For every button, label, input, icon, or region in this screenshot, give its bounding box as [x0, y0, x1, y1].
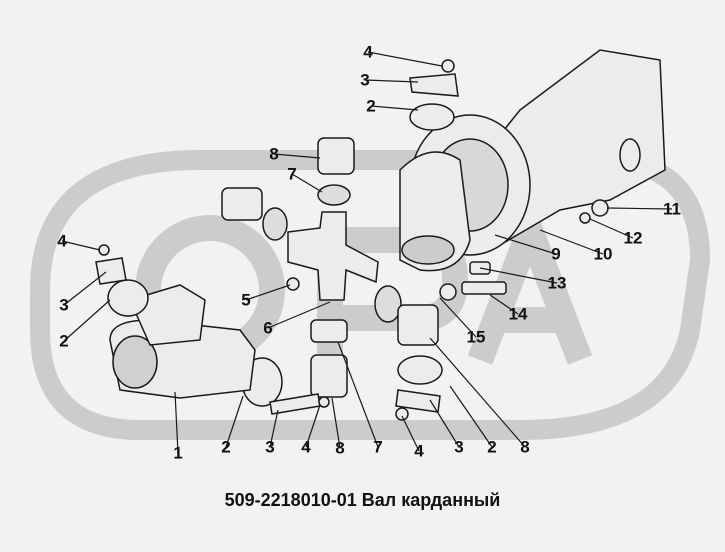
seal-ring-left: [262, 207, 288, 241]
callout-label: 9: [551, 244, 561, 264]
callout-label: 11: [663, 199, 681, 219]
bolt: [461, 281, 507, 295]
cross-spider: [287, 211, 379, 301]
leader-line: [429, 337, 526, 448]
callout-label: 13: [547, 273, 567, 293]
leader-line: [429, 399, 460, 448]
leader-line: [63, 299, 111, 342]
leader-line: [367, 51, 443, 67]
callout-label: 3: [454, 437, 464, 457]
leader-line: [479, 267, 558, 284]
callout-label: 3: [360, 70, 370, 90]
callout-label: 5: [241, 290, 251, 310]
bolt-bottom-right: [395, 407, 409, 421]
bearing-cover-bottom-right: [397, 355, 443, 385]
leader-line: [61, 240, 101, 251]
leader-line: [291, 173, 323, 193]
housing-port: [619, 138, 641, 172]
yoke-bore: [401, 235, 455, 265]
callout-label: 3: [265, 437, 275, 457]
leader-line: [439, 297, 477, 338]
callout-label: 2: [221, 437, 231, 457]
bolt-bottom-left: [318, 396, 330, 408]
bearing-cover-top: [409, 103, 455, 131]
callout-label: 8: [269, 144, 279, 164]
needle-bearing-top: [317, 137, 355, 175]
bolt-top: [441, 59, 455, 73]
leader-line: [245, 284, 291, 301]
leader-line: [63, 271, 107, 306]
seal-ring-right: [374, 285, 402, 323]
seal-ring-top: [317, 184, 351, 206]
flange-yoke-bore: [112, 335, 158, 389]
leader-line: [539, 229, 604, 255]
leader-line: [589, 218, 634, 239]
leader-line: [273, 153, 321, 159]
lock-plate-left: [95, 257, 127, 285]
leader-line: [449, 385, 493, 448]
callout-label: 15: [466, 327, 486, 347]
bearing-cover-left: [107, 279, 149, 317]
callout-label: 4: [363, 42, 373, 62]
washer-right: [579, 212, 591, 224]
leader-line: [606, 207, 673, 210]
nut-right: [591, 199, 609, 217]
leader-line: [331, 397, 341, 449]
flange-yoke-arm: [128, 284, 206, 346]
leader-line: [370, 105, 419, 111]
leader-line: [225, 395, 244, 448]
leader-line: [305, 404, 321, 448]
leader-line: [401, 415, 420, 452]
drawing-caption: 509-2218010-01 Вал карданный: [224, 490, 501, 510]
callout-label: 7: [287, 164, 297, 184]
leader-line: [174, 391, 179, 454]
leader-line: [337, 341, 379, 448]
leader-line: [364, 79, 419, 83]
leader-lines: [61, 51, 673, 454]
leader-line: [489, 294, 519, 315]
needle-bearing-left: [221, 187, 263, 221]
callout-label: 14: [508, 304, 528, 324]
leader-line: [494, 234, 557, 255]
callout-label: 2: [59, 331, 69, 351]
callout-label: 12: [623, 228, 643, 248]
callout-label: 10: [593, 244, 613, 264]
callout-label: 4: [57, 231, 67, 251]
callout-label: 8: [335, 438, 345, 458]
leader-line: [269, 409, 279, 448]
callout-label: 2: [487, 437, 497, 457]
callout-label: 3: [59, 295, 69, 315]
leader-line: [267, 301, 331, 329]
nut: [439, 283, 457, 301]
seal-ring-bottom: [310, 319, 348, 343]
callout-label: 2: [366, 96, 376, 116]
needle-bearing-right: [397, 304, 439, 346]
bolt-left: [98, 244, 110, 256]
lock-plate-top: [409, 73, 459, 97]
callout-label: 6: [263, 318, 273, 338]
callout-label: 7: [373, 437, 383, 457]
grease-fitting: [286, 277, 300, 291]
callout-label: 1: [173, 443, 183, 463]
callout-label: 4: [301, 437, 311, 457]
parts-group: [95, 49, 666, 421]
callout-label: 8: [520, 437, 530, 457]
callout-label: 4: [414, 441, 424, 461]
needle-bearing-bottom: [310, 354, 348, 398]
